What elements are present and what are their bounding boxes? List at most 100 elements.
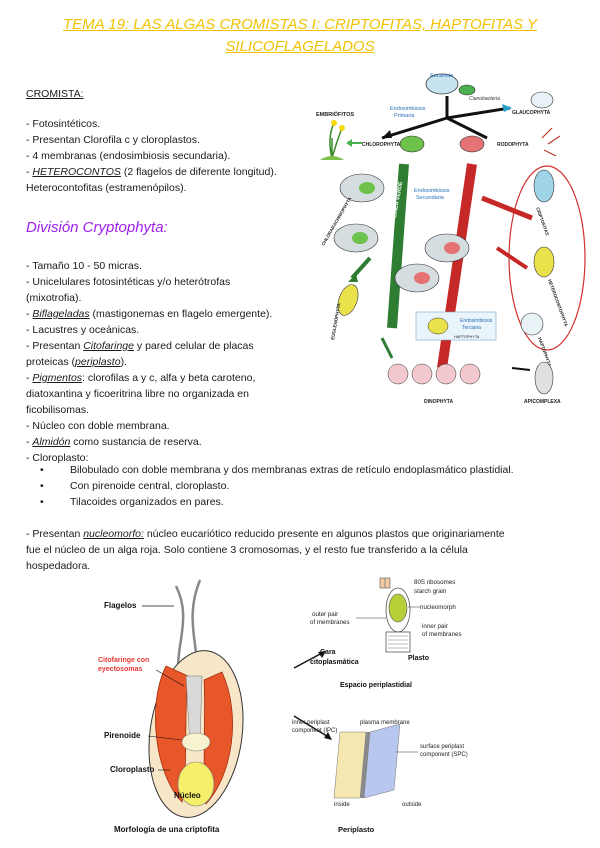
text-line: - Almidón como sustancia de reserva.	[26, 436, 202, 448]
chlorophyta-cell	[399, 135, 425, 153]
cromista-item: - HETEROCONTOS (2 flagelos de diferente …	[26, 164, 326, 180]
cromista-item: - Fotosintéticos.	[26, 118, 101, 130]
text-line: (mixotrofia).	[26, 292, 82, 304]
bullet-item: •Tilacoides organizados en pares.	[40, 496, 224, 508]
text-part: : clorofilas a y c, alfa y beta caroteno…	[82, 372, 256, 384]
chlorophyta-label: CHLOROPHYTA	[362, 142, 401, 148]
endosymbiosis-diagram: Eucariota Cianobacteria Endosimbiosis Pr…	[312, 68, 588, 412]
inner-membranes-label: of membranes	[422, 631, 462, 638]
periplasto-term: periplasto	[75, 356, 121, 368]
morphology-caption: Morfología de una criptofita	[114, 825, 220, 834]
text-part: proteicas (	[26, 356, 76, 368]
pirenoide-label: Pirenoide	[104, 731, 141, 740]
spc-label-1: surface periplast	[420, 744, 464, 750]
bullet-text: Bilobulado con doble membrana y dos memb…	[70, 464, 514, 476]
spc-label-2: component (SPC)	[420, 752, 468, 758]
ribosomes-label: 80S ribosomes	[414, 579, 455, 586]
pigmentos-term: Pigmentos	[32, 372, 83, 384]
periplasto-figure: inner periplast component (IPC) plasma m…	[290, 712, 486, 838]
nucleo-label: Núcleo	[174, 791, 201, 800]
bullet-item: •Con pirenoide central, cloroplasto.	[40, 480, 230, 492]
cromista-item: Heterocontofitas (estramenópilos).	[26, 182, 187, 194]
cianobacteria-cell: Cianobacteria	[458, 84, 500, 102]
cloroplasto-bullets: •Bilobulado con doble membrana y dos mem…	[40, 462, 580, 510]
chloroplast-lobe	[203, 671, 233, 805]
biflageladas-desc: (mastigonemas en flagelo emergente).	[89, 308, 273, 320]
cianobacteria-label: Cianobacteria	[469, 96, 500, 102]
bullet-item: •Bilobulado con doble membrana y dos mem…	[40, 464, 514, 476]
cloroplasto-label: Cloroplasto	[110, 765, 155, 774]
text-line: - Presentan Citofaringe y pared celular …	[26, 338, 316, 354]
rodophyta-cell	[459, 135, 485, 153]
heterocontos-term: HETEROCONTOS	[32, 166, 121, 178]
text-line: - Pigmentos: clorofilas a y c, alfa y be…	[26, 372, 256, 384]
glaucophyta-label: GLAUCOPHYTA	[512, 110, 551, 116]
biflageladas-term: Biflageladas	[32, 308, 90, 320]
cara-label: Cara	[320, 649, 336, 656]
chloroplast-lobe	[155, 665, 189, 803]
text-part: y pared celular de placas	[133, 340, 254, 352]
dash: -	[26, 166, 33, 178]
cromista-item: - 4 membranas (endosimbiosis secundaria)…	[26, 150, 231, 162]
ipc-label-1: inner periplast	[292, 720, 330, 726]
inner-pair-label: inner pair	[422, 623, 448, 630]
flagelos-label: Flagelos	[104, 601, 137, 610]
text-line: - Unicelulares fotosintéticas y/o heteró…	[26, 276, 231, 288]
citofaringe-term: Citofaringe	[83, 340, 134, 352]
text-line: - Presentan nucleomorfo: núcleo eucariót…	[26, 526, 576, 542]
text-line: - Biflageladas (mastigonemas en flagelo …	[26, 308, 273, 320]
nucleomorph-label: nucleomorph	[420, 604, 456, 611]
cromista-section: CROMISTA: - Fotosintéticos. - Presentan …	[26, 86, 326, 196]
spc-layer	[363, 723, 401, 799]
nucleomorfo-paragraph: - Presentan nucleomorfo: núcleo eucariót…	[26, 526, 576, 574]
endo3b-label: Terciaria	[462, 325, 481, 331]
outer-pair-label: outer pair	[312, 611, 338, 618]
nucleus	[177, 761, 215, 807]
eyectosomas-label: eyectosomas	[98, 666, 142, 673]
rodophyta-label: RODOPHYTA	[497, 142, 529, 148]
euglenophyta-label: EUGLENOPHYTA	[330, 302, 342, 340]
starch-label: starch grain	[414, 588, 447, 595]
title-line-2: SILICOFLAGELADOS	[225, 38, 375, 55]
plasma-membrane-layer	[360, 732, 370, 798]
endo2b-label: Secundaria	[416, 195, 445, 201]
text-line: diatoxantina y ficoeritrina libre no org…	[26, 388, 249, 400]
cromista-heading: CROMISTA:	[26, 88, 84, 100]
endo2-label: Endosimbiosis	[414, 188, 450, 194]
text-part: ).	[120, 356, 127, 368]
embriofitos-label: EMBRIÓFITOS	[316, 110, 354, 118]
plasto-label: Plasto	[408, 655, 429, 662]
text-line: proteicas (periplasto).	[26, 354, 316, 370]
dinophyta-label: DINOPHYTA	[424, 399, 453, 405]
text-line: - Núcleo con doble membrana.	[26, 420, 170, 432]
outer-membranes-label: of membranes	[310, 619, 350, 626]
division-heading: División Cryptophyta:	[26, 219, 168, 236]
espacio-periplastidial-label: Espacio periplastidial	[340, 682, 412, 689]
text-part: - Presentan	[26, 528, 84, 540]
text-line: ficobilisomas.	[26, 404, 90, 416]
heterocontos-desc: (2 flagelos de diferente longitud).	[120, 166, 277, 178]
plasma-membrane-label: plasma membrane	[360, 720, 410, 726]
text-line: - Cloroplasto:	[26, 452, 89, 464]
plant-icon	[320, 120, 345, 160]
inside-label: inside	[334, 802, 350, 808]
outside-label: outside	[402, 802, 422, 808]
bullet-text: Tilacoides organizados en pares.	[70, 496, 224, 508]
eucariota-label: Eucariota	[430, 73, 453, 79]
endo1b-label: Primaria	[394, 113, 415, 119]
apicomplexa-label: APICOMPLEXA	[524, 399, 561, 405]
cromista-item: - Presentan Clorofila c y cloroplastos.	[26, 134, 200, 146]
ipc-label-2: component (IPC)	[292, 728, 337, 734]
text-part: núcleo eucariótico reducido presente en …	[143, 528, 505, 540]
citoplasmatica-label: citoplasmática	[310, 659, 359, 666]
title-line-1: TEMA 19: LAS ALGAS CROMISTAS I: CRIPTOFI…	[63, 16, 537, 33]
page-title: TEMA 19: LAS ALGAS CROMISTAS I: CRIPTOFI…	[40, 14, 560, 58]
text-line: hospedadora.	[26, 560, 91, 572]
endo3-label: Endosimbiosis	[460, 318, 493, 324]
text-part: como sustancia de reserva.	[70, 436, 202, 448]
text-line: - Lacustres y oceánicas.	[26, 324, 140, 336]
bullet-text: Con pirenoide central, cloroplasto.	[70, 480, 230, 492]
nucleomorfo-term: nucleomorfo:	[83, 528, 144, 540]
citofaringe-label: Citofaringe con	[98, 657, 149, 664]
text-line: fue el núcleo de un alga roja. Solo cont…	[26, 544, 468, 556]
